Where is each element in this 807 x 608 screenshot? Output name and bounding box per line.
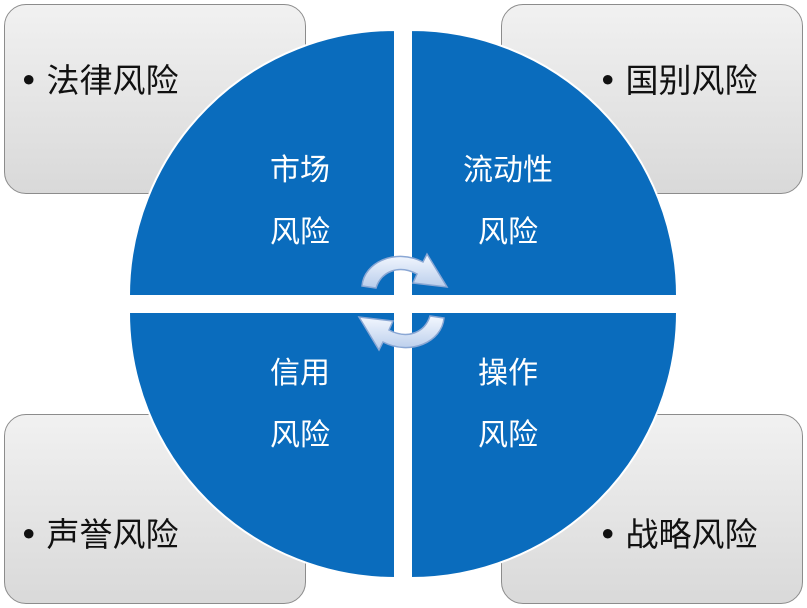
cycle-arrows-icon bbox=[357, 252, 449, 352]
credit-risk-line2: 风险 bbox=[270, 418, 330, 453]
strategic-risk-text: 战略风险 bbox=[625, 515, 758, 554]
market-risk-line2: 风险 bbox=[270, 215, 330, 250]
bullet-icon: • bbox=[598, 515, 618, 554]
liquidity-risk-line1: 流动性 bbox=[463, 153, 553, 188]
credit-risk-label: 信用 风险 bbox=[220, 343, 380, 467]
corner-label-legal-risk: •法律风险 bbox=[19, 61, 178, 101]
operational-risk-label: 操作 风险 bbox=[428, 343, 588, 467]
quadrant-operational-risk bbox=[410, 311, 679, 580]
operational-risk-line1: 操作 bbox=[478, 356, 538, 391]
quadrant-market-risk bbox=[127, 28, 396, 297]
quadrant-liquidity-risk bbox=[410, 28, 679, 297]
operational-risk-line2: 风险 bbox=[478, 418, 538, 453]
liquidity-risk-label: 流动性 风险 bbox=[428, 140, 588, 264]
liquidity-risk-line2: 风险 bbox=[478, 215, 538, 250]
market-risk-label: 市场 风险 bbox=[220, 140, 380, 264]
corner-label-reputation-risk: •声誉风险 bbox=[19, 515, 178, 555]
bullet-icon: • bbox=[19, 515, 39, 554]
credit-risk-line1: 信用 bbox=[270, 356, 330, 391]
bullet-icon: • bbox=[598, 61, 618, 100]
corner-label-country-risk: •国别风险 bbox=[598, 61, 757, 101]
legal-risk-text: 法律风险 bbox=[46, 61, 179, 100]
corner-label-strategic-risk: •战略风险 bbox=[598, 515, 757, 555]
bullet-icon: • bbox=[19, 61, 39, 100]
quadrant-credit-risk bbox=[127, 311, 396, 580]
market-risk-line1: 市场 bbox=[270, 153, 330, 188]
reputation-risk-text: 声誉风险 bbox=[46, 515, 179, 554]
country-risk-text: 国别风险 bbox=[625, 61, 758, 100]
